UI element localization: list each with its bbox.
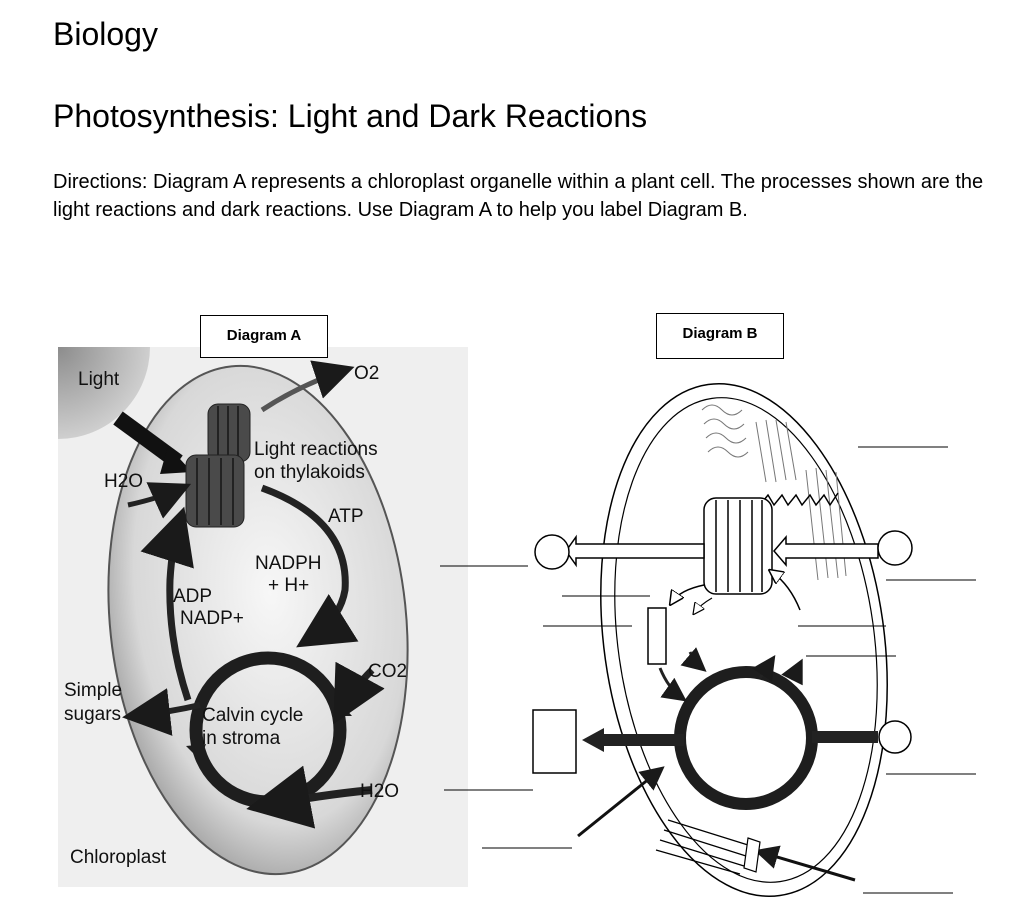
small-arrow-up-right	[772, 572, 801, 611]
label-adp: ADP	[173, 586, 212, 607]
sugars-arrow	[122, 688, 201, 736]
label-water-out: H2O	[360, 781, 399, 802]
pointer-arrow-thylakoid	[754, 845, 856, 882]
thylakoid-grana-sketch	[701, 404, 847, 581]
atp-nadph-arrow	[260, 484, 359, 648]
label-atp: ATP	[328, 506, 364, 527]
label-light: Light	[78, 369, 120, 390]
label-simple: Simple	[64, 680, 122, 701]
arrow-out-cycle-2	[781, 658, 803, 686]
small-rect-box	[647, 607, 667, 665]
label-sugars: sugars	[64, 704, 121, 725]
chloroplast-inner-outline	[614, 397, 878, 883]
product-box	[532, 709, 577, 774]
water-out-arrow	[246, 765, 373, 829]
label-chloroplast: Chloroplast	[70, 847, 167, 868]
light-ray-zigzag	[759, 492, 839, 507]
diagram-a: Light H2O O2 Light reactions on thylakoi…	[58, 347, 468, 887]
label-h-plus: + H+	[268, 575, 309, 596]
pointer-arrow-cycle	[577, 766, 665, 838]
answer-blanks	[440, 446, 976, 894]
label-o2: O2	[354, 363, 379, 384]
o2-arrow	[260, 360, 355, 413]
label-co2: CO2	[368, 661, 407, 682]
thylakoid-cylinder	[703, 497, 773, 595]
arrow-into-cycle-left	[658, 667, 687, 702]
small-arrow-down-left	[672, 584, 705, 602]
label-nadph: NADPH	[255, 553, 322, 574]
label-in-stroma: in stroma	[202, 728, 281, 749]
label-calvin-cycle: Calvin cycle	[202, 705, 303, 726]
worksheet-title: Photosynthesis: Light and Dark Reactions	[53, 98, 648, 134]
thylakoid-stacks	[185, 403, 251, 528]
diagram-b	[440, 383, 976, 897]
subject-heading: Biology	[53, 16, 158, 52]
hollow-arrow-left	[565, 534, 705, 568]
label-water-in: H2O	[104, 471, 143, 492]
diagram-a-label: Diagram A	[200, 315, 328, 358]
output-circle-left	[534, 534, 570, 570]
label-nadp: NADP+	[180, 608, 244, 629]
arrow-out-cycle-1	[752, 655, 776, 682]
water-in-arrow	[127, 482, 192, 519]
cycle-ring-b	[674, 666, 818, 810]
adp-nadp-arrow	[140, 506, 194, 702]
co2-arrow	[333, 661, 385, 725]
diagram-b-label: Diagram B	[656, 313, 784, 359]
chloroplast-outer-outline	[600, 383, 888, 897]
input-circle-right	[877, 530, 913, 566]
input-circle-lower-right	[878, 720, 912, 754]
label-light-reactions-2: on thylakoids	[254, 462, 365, 483]
directions-text: Directions: Diagram A represents a chlor…	[53, 171, 984, 221]
lower-thylakoid-bundle	[655, 819, 761, 875]
sunlight-shape	[58, 347, 150, 439]
label-light-reactions-1: Light reactions	[254, 439, 378, 460]
hollow-arrow-right	[773, 534, 879, 568]
